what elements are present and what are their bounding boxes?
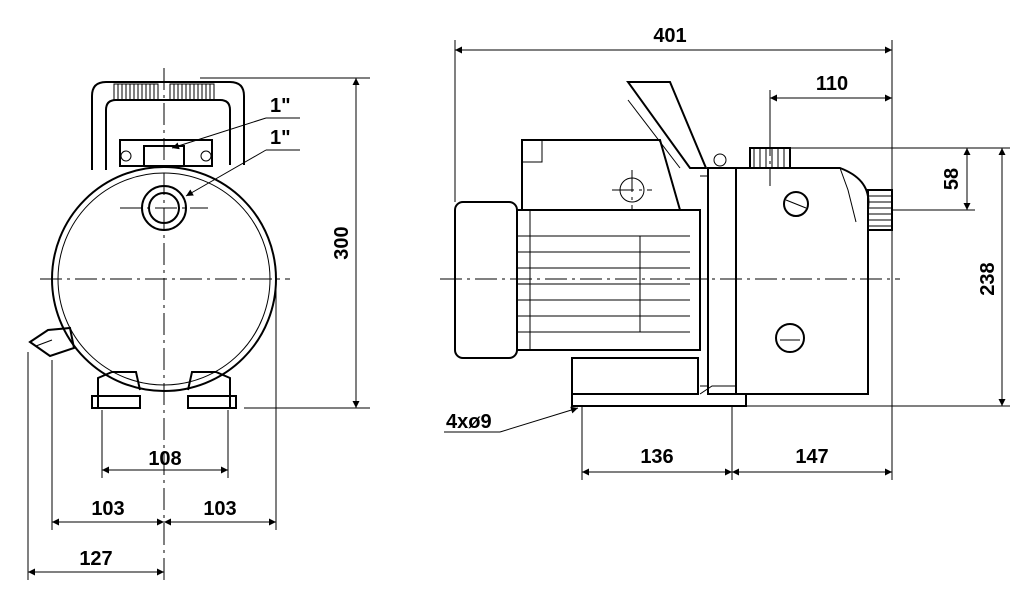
dim-foot-hole-distance-label: 136 — [640, 446, 673, 468]
dim-foot-width — [101, 410, 229, 478]
handle-grip-left — [113, 83, 159, 101]
dim-axis-height — [746, 148, 1010, 407]
dim-half-width-right-label: 103 — [203, 498, 236, 520]
dim-overall-height-label: 300 — [331, 226, 353, 259]
dim-half-widths — [51, 279, 277, 530]
dim-outlet-offset-label: 110 — [816, 73, 848, 95]
dim-outlet-height-label: 58 — [941, 168, 963, 190]
dim-max-half-width-label: 127 — [79, 548, 112, 570]
dim-overall-length — [454, 40, 893, 202]
handle-grip-right — [169, 83, 215, 101]
dim-outlet-offset — [769, 90, 892, 148]
thread-leaders — [171, 117, 300, 197]
dim-overall-height — [200, 77, 370, 409]
inlet-thread-label: 1" — [270, 127, 291, 149]
outlet-thread-label: 1" — [270, 95, 291, 117]
side-view — [440, 81, 900, 407]
dim-outlet-height — [790, 147, 1010, 211]
dim-overall-length-label: 401 — [653, 25, 686, 47]
mounting-holes-label: 4xø9 — [446, 411, 492, 433]
dim-front-to-hole-label: 147 — [795, 446, 828, 468]
dim-foot-holes — [581, 230, 893, 480]
dim-foot-width-label: 108 — [148, 448, 181, 470]
dim-max-half-width — [27, 352, 164, 580]
front-view — [28, 68, 290, 582]
dim-axis-height-label: 238 — [977, 262, 999, 295]
mounting-hole-leader — [444, 406, 579, 433]
dim-half-width-left-label: 103 — [91, 498, 124, 520]
